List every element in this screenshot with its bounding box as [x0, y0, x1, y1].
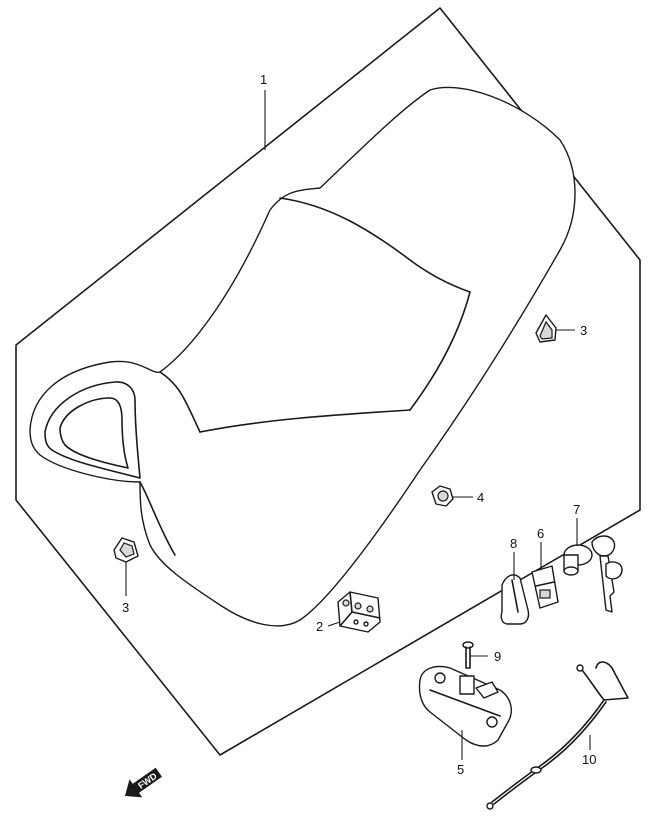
- screw[interactable]: [462, 641, 474, 669]
- seat-cushion-bumper-left[interactable]: [113, 537, 139, 563]
- callout-3-upper: 3: [580, 323, 587, 338]
- seat[interactable]: [29, 86, 576, 627]
- callout-3-lower: 3: [122, 600, 129, 615]
- callout-2: 2: [316, 619, 323, 634]
- callout-8: 8: [510, 536, 517, 551]
- nut[interactable]: [431, 485, 454, 507]
- callout-6: 6: [537, 526, 544, 541]
- callout-1: 1: [260, 72, 267, 87]
- lock-plate[interactable]: [531, 565, 559, 609]
- callout-4: 4: [477, 490, 484, 505]
- assembly-frame: [15, 7, 641, 756]
- callout-7: 7: [573, 502, 580, 517]
- clip[interactable]: [500, 574, 530, 625]
- seat-lock-base[interactable]: [418, 665, 512, 747]
- seat-lock-with-keys[interactable]: [563, 535, 623, 613]
- callout-10: 10: [582, 752, 596, 767]
- seat-lock-cable[interactable]: [486, 661, 629, 810]
- leader-2: [327, 621, 341, 627]
- callout-5: 5: [457, 762, 464, 777]
- bracket-block[interactable]: [337, 591, 381, 633]
- seat-cushion-bumper-right[interactable]: [535, 314, 557, 343]
- callout-9: 9: [494, 649, 501, 664]
- fwd-arrow-icon: FWD: [124, 767, 162, 798]
